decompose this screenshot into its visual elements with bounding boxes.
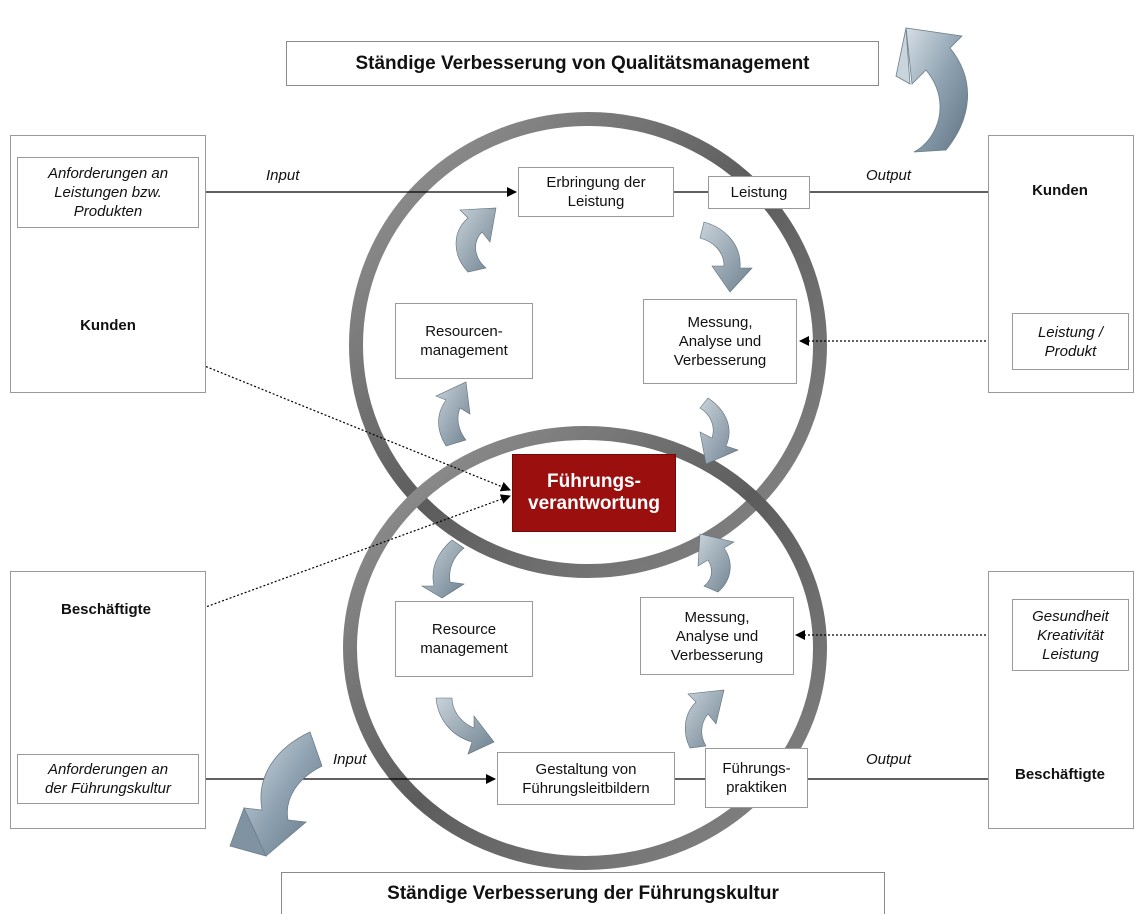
right-customers-label: Kunden xyxy=(1032,182,1088,199)
big-curved-arrow-bottom-icon xyxy=(229,731,323,857)
cycle-arrow-icon xyxy=(699,221,753,293)
left-employees-label: Beschäftigte xyxy=(60,601,152,618)
bottom-result: Gesundheit Kreativität Leistung xyxy=(1012,599,1129,671)
bottom-input-requirements: Anforderungen an der Führungskultur xyxy=(17,754,199,804)
bottom-output-label: Output xyxy=(866,751,912,768)
bottom-ring xyxy=(343,426,827,870)
top-input-requirements: Anforderungen an Leistungen bzw. Produkt… xyxy=(17,157,199,228)
left-customers-label: Kunden xyxy=(80,317,136,334)
cycle-arrow-icon xyxy=(684,689,725,749)
top-input-label: Input xyxy=(266,167,300,184)
practices-box: Führungs- praktiken xyxy=(705,748,808,808)
top-output-label: Output xyxy=(866,167,912,184)
bottom-resources-box: Resource management xyxy=(395,601,533,677)
title-quality-management: Ständige Verbesserung von Qualitätsmanag… xyxy=(286,41,879,86)
design-box: Gestaltung von Führungsleitbildern xyxy=(497,752,675,805)
top-result: Leistung / Produkt xyxy=(1012,313,1129,370)
cycle-arrow-icon xyxy=(697,533,735,593)
cycle-arrow-icon xyxy=(455,207,497,273)
top-resources-box: Resourcen- management xyxy=(395,303,533,379)
dotted-beschaeftigte-leadership xyxy=(191,494,511,614)
cycle-arrow-icon xyxy=(699,397,739,465)
bottom-measurement-box: Messung, Analyse und Verbesserung xyxy=(640,597,794,675)
title-leadership-culture: Ständige Verbesserung der Führungskultur xyxy=(281,872,885,914)
cycle-arrow-icon xyxy=(435,381,471,447)
cycle-arrow-icon xyxy=(435,697,495,755)
performance-box: Leistung xyxy=(708,176,810,209)
right-employees-label: Beschäftigte xyxy=(1014,766,1106,783)
dotted-kunden-leadership xyxy=(179,354,511,492)
delivery-box: Erbringung der Leistung xyxy=(518,167,674,217)
bottom-input-label: Input xyxy=(333,751,367,768)
cycle-arrow-icon xyxy=(420,539,465,599)
top-measurement-box: Messung, Analyse und Verbesserung xyxy=(643,299,797,384)
leadership-responsibility-box: Führungs- verantwortung xyxy=(512,454,676,532)
big-curved-arrow-top-icon xyxy=(895,27,969,153)
